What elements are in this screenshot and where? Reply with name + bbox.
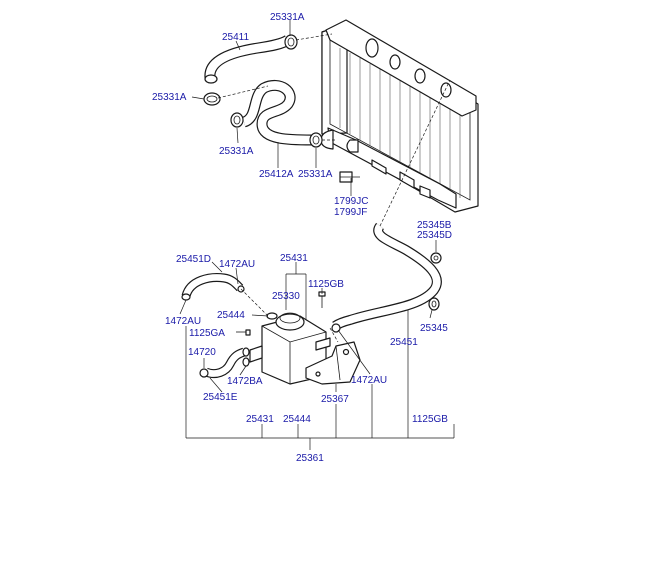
label-25345: 25345 [420, 323, 448, 334]
label-1125gb-bottom: 1125GB [412, 414, 448, 425]
hose-clamp-25331a-mid [230, 112, 244, 128]
reservoir-bracket-25367 [305, 341, 361, 385]
label-1799jc: 1799JC [334, 196, 368, 207]
lower-radiator-hose-25412a [241, 79, 313, 146]
overflow-hose-25451 [332, 222, 442, 331]
label-1125gb-top: 1125GB [308, 279, 344, 290]
radiator-upper-tank [325, 19, 477, 117]
label-25431-bottom: 25431 [246, 414, 274, 425]
label-25444-bottom: 25444 [283, 414, 311, 425]
label-25431-top: 25431 [280, 253, 308, 264]
label-1472au-b: 1472AU [165, 316, 201, 327]
reservoir-cap-25330 [275, 312, 305, 331]
label-25451: 25451 [390, 337, 418, 348]
label-25330: 25330 [272, 291, 300, 302]
label-25411: 25411 [222, 32, 250, 43]
label-25367: 25367 [321, 394, 349, 405]
radiator-fins [339, 48, 461, 198]
radiator-bolt-1799 [339, 171, 360, 183]
reservoir-gasket-25444 [266, 312, 278, 320]
label-25331a-mid: 25331A [219, 146, 254, 157]
upper-radiator-hose-25411 [204, 35, 292, 84]
label-25331a-bottom: 25331A [298, 169, 333, 180]
label-1472au-c: 1472AU [351, 375, 387, 386]
label-25361: 25361 [296, 453, 324, 464]
hose-clamp-25331a-top [284, 34, 298, 50]
hose-clip-25345b [430, 252, 442, 264]
label-25345b: 25345B [417, 220, 452, 231]
label-25331a-left: 25331A [152, 92, 187, 103]
label-25451e: 25451E [203, 392, 238, 403]
screw-1125ga [236, 329, 251, 336]
part-labels: 25331A 25411 25331A 25331A 25412A 25331A… [152, 12, 452, 464]
label-1125ga: 1125GA [189, 328, 225, 339]
label-1799jf: 1799JF [334, 207, 367, 218]
reservoir-hose-25451d [181, 273, 245, 301]
label-14720: 14720 [188, 347, 216, 358]
dashed-leader-lines [217, 33, 451, 343]
assembly-bracket-lines [185, 310, 455, 450]
label-25345d: 25345D [417, 230, 452, 241]
label-25451d: 25451D [176, 254, 211, 265]
hose-clamp-25331a-left [203, 92, 221, 106]
label-25412a: 25412A [259, 169, 294, 180]
hose-clip-25345 [428, 297, 440, 311]
radiator-drain-bracket [371, 159, 431, 199]
leader-lines [179, 20, 437, 393]
clamp-1472ba [242, 357, 250, 367]
label-1472au-a: 1472AU [219, 259, 255, 270]
hose-clamp-25331a-bottom [309, 132, 323, 148]
screw-1125gb-top [318, 291, 326, 308]
radiator-core [321, 23, 479, 213]
reservoir-hose-25451e [199, 347, 250, 379]
label-1472ba: 1472BA [227, 376, 263, 387]
label-25444-top: 25444 [217, 310, 245, 321]
label-25331a-top: 25331A [270, 12, 305, 23]
